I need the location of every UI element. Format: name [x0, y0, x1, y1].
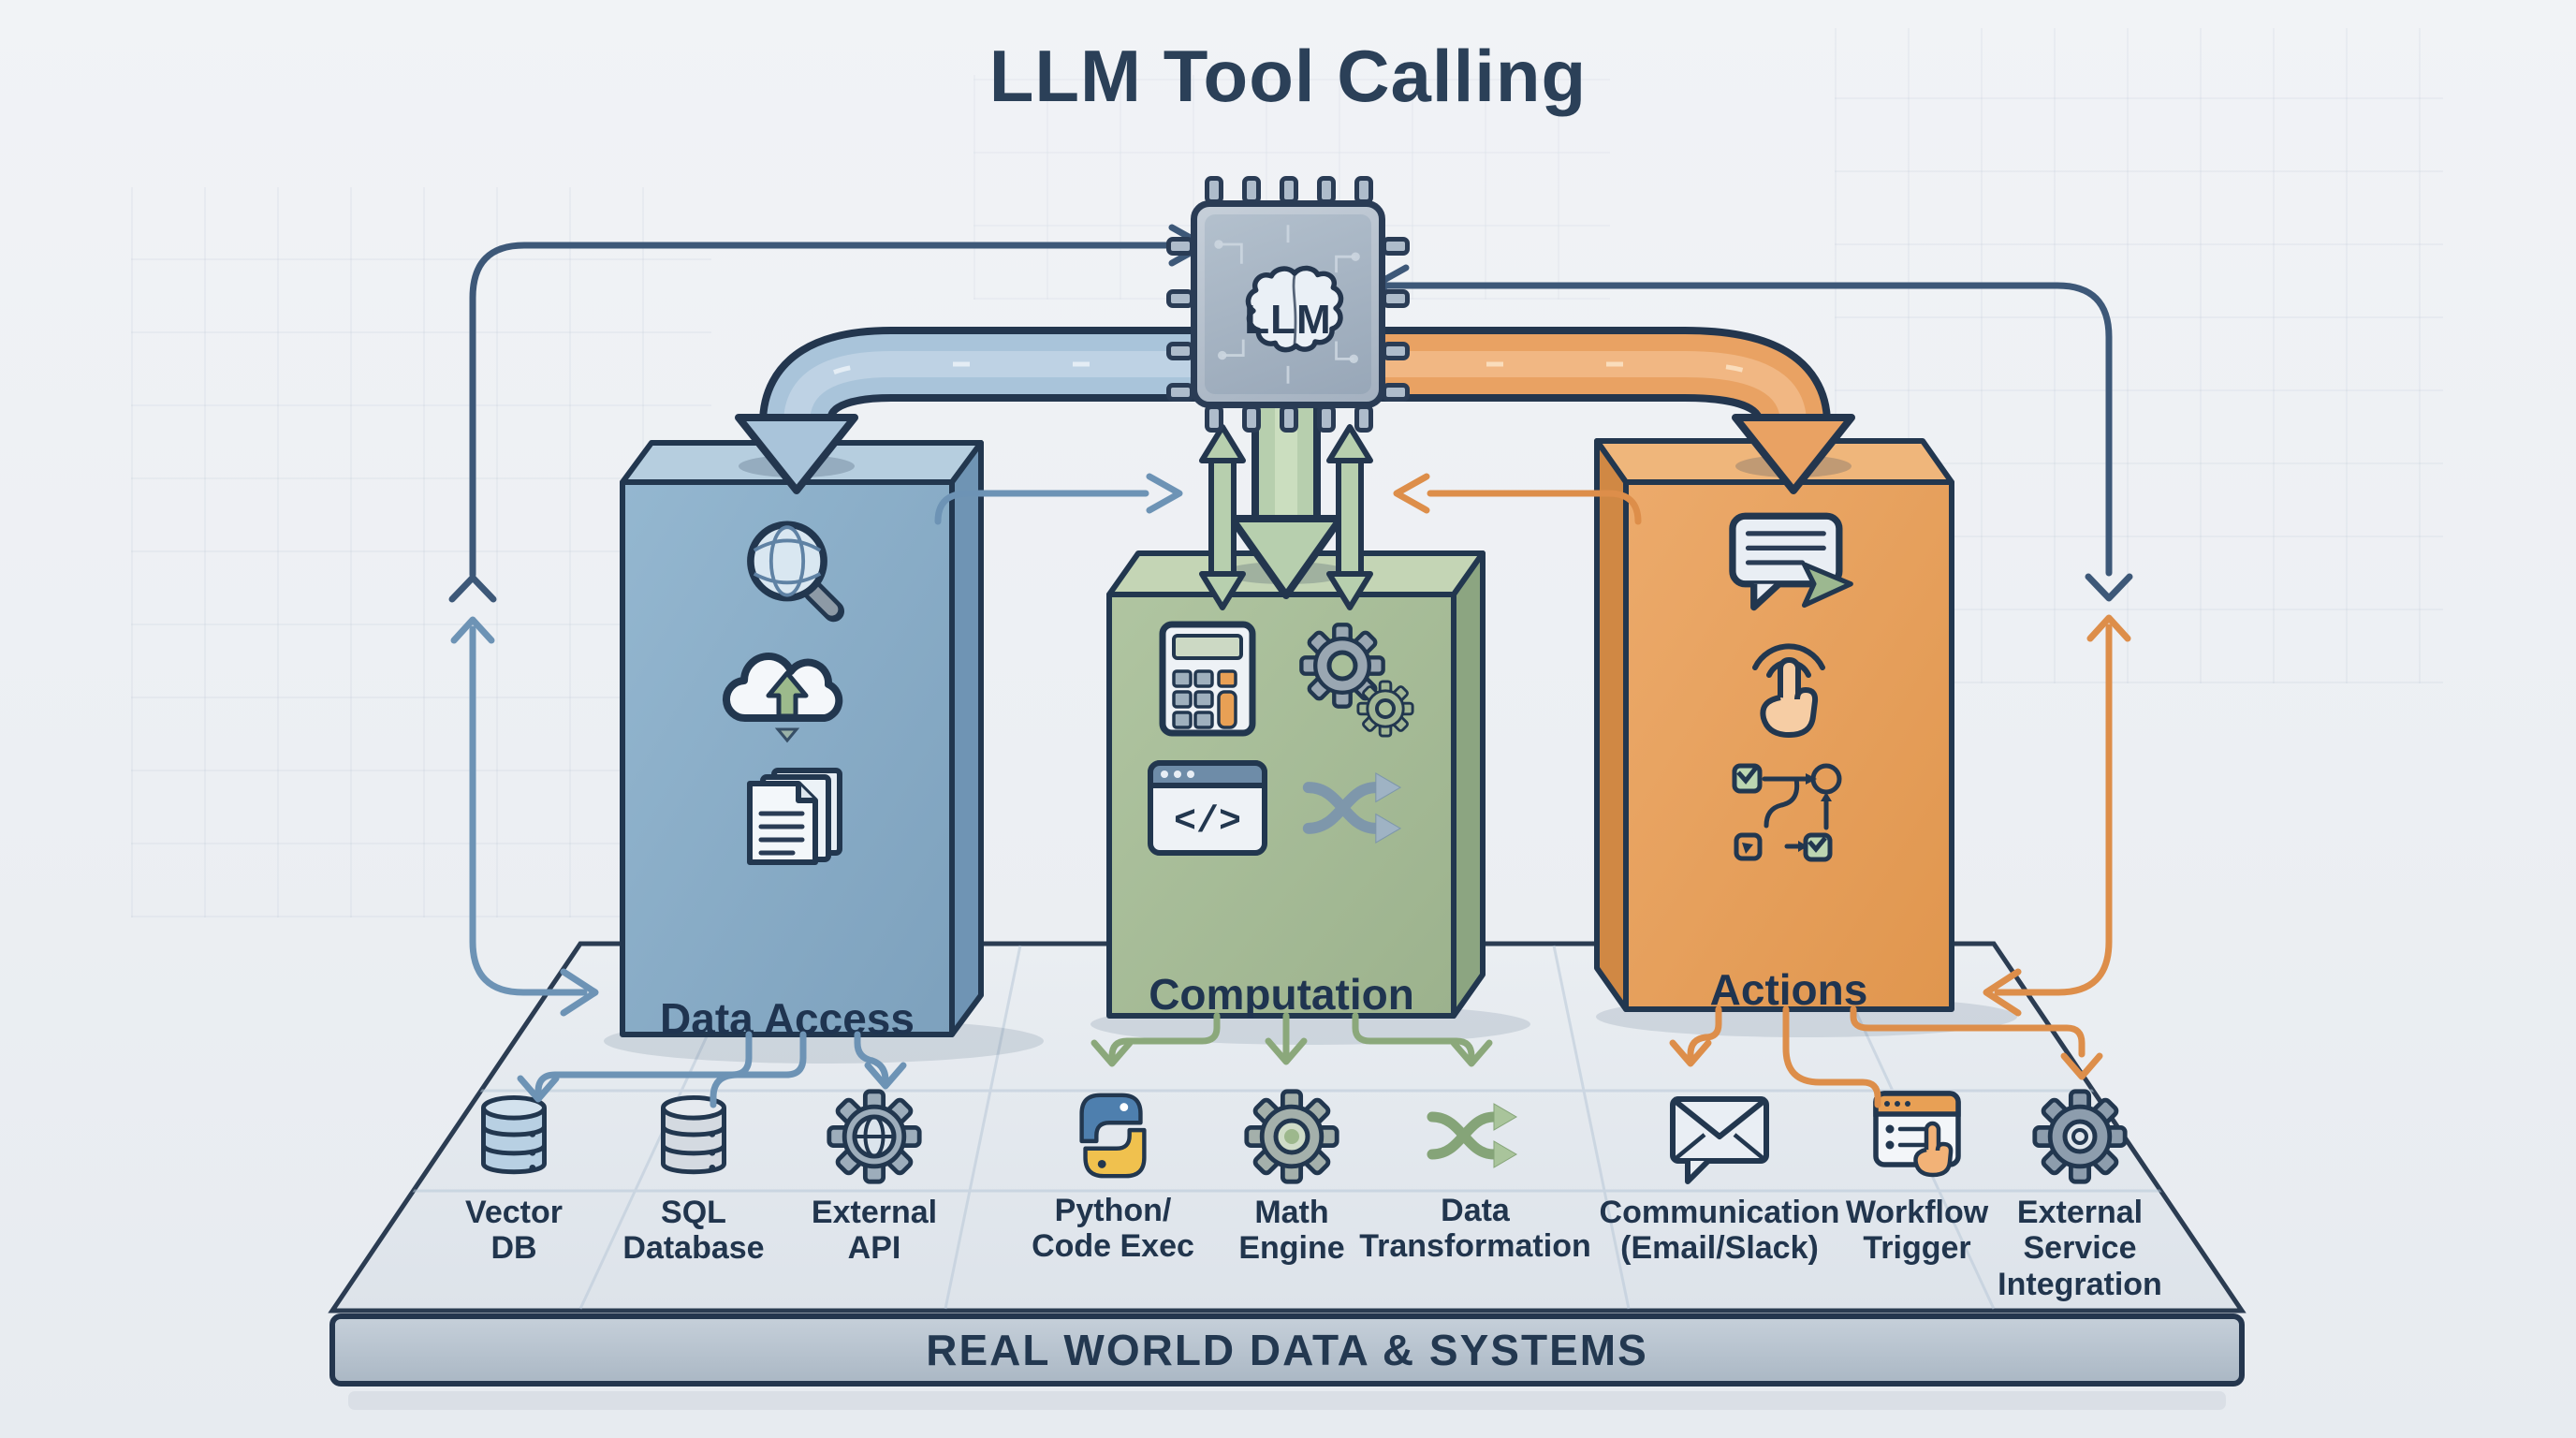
connectors-data-access [517, 1031, 907, 1108]
connectors-computation [1090, 1012, 1493, 1067]
chip-body: LLM [1191, 200, 1385, 408]
bottom-item-label: Workflow Trigger [1845, 1195, 1989, 1267]
bottom-item-data-transformation: Data Transformation [1325, 1084, 1625, 1265]
bottom-item-label: Communication (Email/Slack) [1599, 1195, 1840, 1267]
bottom-item-label: External API [811, 1195, 938, 1267]
chip-pin [1382, 289, 1410, 308]
bottom-item-external-service-integration: External Service Integration [1949, 1084, 2211, 1302]
bottom-item-vector-db: Vector DB [420, 1084, 607, 1267]
bottom-item-math-engine: Math Engine [1198, 1084, 1385, 1267]
python-icon [1079, 1093, 1147, 1179]
gear-globe-icon [823, 1084, 926, 1189]
calculator-icon [1159, 621, 1256, 737]
pillar-computation-content: </> Computation [1109, 594, 1454, 1040]
chip-pin [1205, 404, 1223, 433]
feedback-line-left-inner [450, 473, 1183, 1017]
gear-icon [2028, 1084, 2131, 1189]
svg-text:</>: </> [1174, 801, 1241, 844]
pillar-label: Data Access [660, 994, 915, 1043]
chip-pin [1382, 237, 1410, 256]
bottom-item-python-code-exec: Python/ Code Exec [1005, 1084, 1221, 1265]
bottom-item-sql-database: SQL Database [600, 1084, 787, 1267]
platform-bar-shadow [348, 1391, 2226, 1410]
bidirectional-arrow [1326, 424, 1373, 610]
bottom-item-label: Vector DB [465, 1195, 563, 1267]
bottom-item-label: Data Transformation [1359, 1193, 1591, 1265]
bidirectional-arrow [1199, 424, 1246, 610]
chip-pin [1280, 404, 1298, 433]
cloud-upload-icon [722, 653, 843, 743]
connectors-actions [1669, 1005, 2103, 1108]
bottom-item-external-api: External API [781, 1084, 968, 1267]
page-title: LLM Tool Calling [988, 35, 1588, 117]
gear-icon [1240, 1084, 1343, 1189]
bottom-item-label: External Service Integration [1998, 1195, 2162, 1302]
pipe-llm-to-data-access [735, 327, 1209, 494]
chip-pin [1317, 404, 1336, 433]
chip-pin [1242, 404, 1261, 433]
documents-icon [747, 768, 842, 865]
envelope-icon [1670, 1096, 1769, 1184]
chip-pin [1382, 383, 1410, 402]
window-hand-icon [1873, 1091, 1961, 1178]
gears-icon [1294, 619, 1414, 738]
llm-chip: LLM [1166, 176, 1410, 433]
chip-pin [1382, 342, 1410, 360]
bottom-item-label: SQL Database [622, 1195, 765, 1267]
pipe-llm-to-actions [1367, 327, 1855, 494]
chat-send-icon [1729, 512, 1853, 611]
pillar-data-access [620, 440, 984, 1037]
bottom-item-label: Math Engine [1238, 1195, 1345, 1267]
platform-bar [329, 1313, 2245, 1387]
bottom-item-workflow-trigger: Workflow Trigger [1805, 1084, 2029, 1267]
pillar-data-access-content: Data Access [622, 482, 952, 1066]
pillar-label: Actions [1709, 965, 1868, 1014]
search-globe-icon [747, 521, 845, 623]
platform-bar-label: REAL WORLD DATA & SYSTEMS [926, 1326, 1648, 1374]
mini-workflow-icon [1732, 763, 1842, 862]
code-window-icon: </> [1148, 760, 1267, 856]
pillar-label: Computation [1149, 970, 1414, 1019]
brain-icon [1245, 265, 1344, 353]
chip-pin [1354, 404, 1373, 433]
chip-label: LLM [1244, 297, 1332, 343]
tap-click-icon [1752, 643, 1825, 738]
circuit-traces [1214, 225, 1360, 384]
pillar-actions-content: Actions [1626, 482, 1952, 1037]
feedback-line-right-inner [1393, 473, 2131, 1017]
bottom-item-communication: Communication (Email/Slack) [1560, 1084, 1879, 1267]
bottom-item-label: Python/ Code Exec [1032, 1193, 1194, 1265]
